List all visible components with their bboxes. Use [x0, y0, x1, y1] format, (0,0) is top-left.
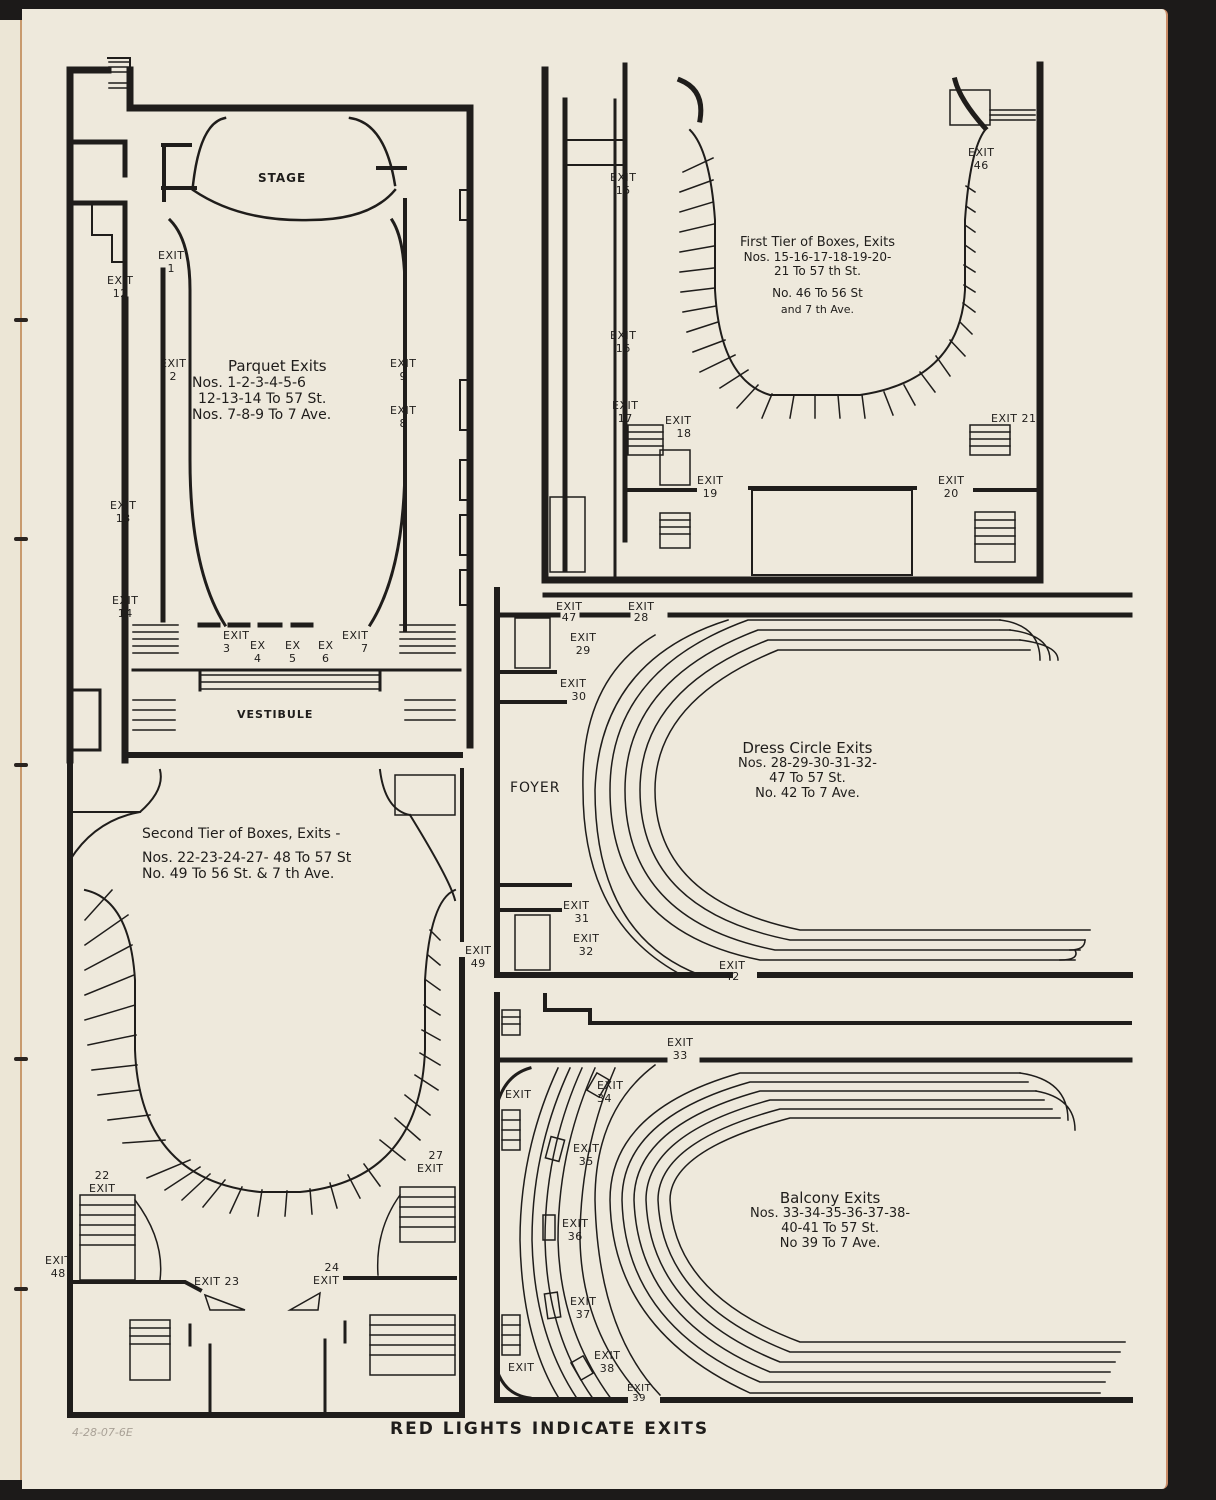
balcony-plan [494, 992, 1133, 1403]
dress-circle-exits-title: Dress Circle Exits [742, 739, 873, 757]
previous-page-edge [0, 20, 22, 1480]
binding-thread [14, 1057, 28, 1061]
parquet-exits-title: Parquet Exits [228, 357, 327, 375]
document-page [22, 9, 1168, 1489]
balcony-exits-note: Balcony Exits Nos. 33-34-35-36-37-38- 40… [750, 1189, 911, 1252]
dress-circle-exits-note: Dress Circle Exits Nos. 28-29-30-31-32- … [738, 739, 877, 802]
note-line: No 39 To 7 Ave. [779, 1236, 881, 1252]
note-line: Nos. 22-23-24-27- 48 To 57 St [142, 850, 352, 867]
first-tier-exits-note: First Tier of Boxes, Exits Nos. 15-16-17… [740, 235, 895, 317]
parquet-exits-note: Parquet Exits Nos. 1-2-3-4-5-6 12-13-14 … [192, 357, 332, 424]
exit-40-label: EXIT [505, 1088, 532, 1101]
binding-thread [14, 537, 28, 541]
balcony-exits-title: Balcony Exits [779, 1189, 881, 1207]
note-line: Nos. 28-29-30-31-32- [738, 756, 877, 772]
parquet-plan [66, 57, 474, 764]
note-line: No. 46 To 56 St [772, 285, 863, 300]
stage-label: STAGE [258, 171, 307, 185]
pencil-annotation: 4-28-07-6E [72, 1426, 133, 1439]
note-line: Nos. 33-34-35-36-37-38- [750, 1206, 911, 1222]
note-line: 40-41 To 57 St. [781, 1221, 879, 1237]
second-tier-exits-title: Second Tier of Boxes, Exits - [142, 826, 341, 842]
note-line: 21 To 57 th St. [774, 263, 861, 278]
exits-legend-caption: RED LIGHTS INDICATE EXITS [390, 1419, 710, 1439]
note-line: Nos. 1-2-3-4-5-6 [192, 375, 306, 392]
binding-thread [14, 318, 28, 322]
note-line: No. 42 To 7 Ave. [755, 786, 860, 802]
note-line: and 7 th Ave. [780, 303, 855, 317]
exit-41-label: EXIT [508, 1361, 535, 1374]
exit-21-label: EXIT 21 [991, 412, 1037, 425]
note-line: 12-13-14 To 57 St. [198, 391, 327, 408]
first-tier-plan [541, 61, 1044, 584]
vestibule-label: VESTIBULE [237, 708, 314, 721]
dress-circle-plan [494, 587, 1133, 978]
note-line: Nos. 7-8-9 To 7 Ave. [192, 407, 332, 424]
second-tier-plan [67, 762, 465, 1418]
second-tier-exits-note: Second Tier of Boxes, Exits - Nos. 22-23… [142, 826, 351, 882]
binding-thread [14, 1287, 28, 1291]
binding-thread [14, 763, 28, 767]
exit-23-label: EXIT 23 [194, 1275, 240, 1288]
note-line: 47 To 57 St. [769, 771, 846, 787]
note-line: No. 49 To 56 St. & 7 th Ave. [142, 866, 335, 883]
foyer-label: FOYER [510, 780, 561, 796]
first-tier-exits-title: First Tier of Boxes, Exits [740, 235, 895, 250]
note-line: Nos. 15-16-17-18-19-20- [743, 249, 892, 264]
